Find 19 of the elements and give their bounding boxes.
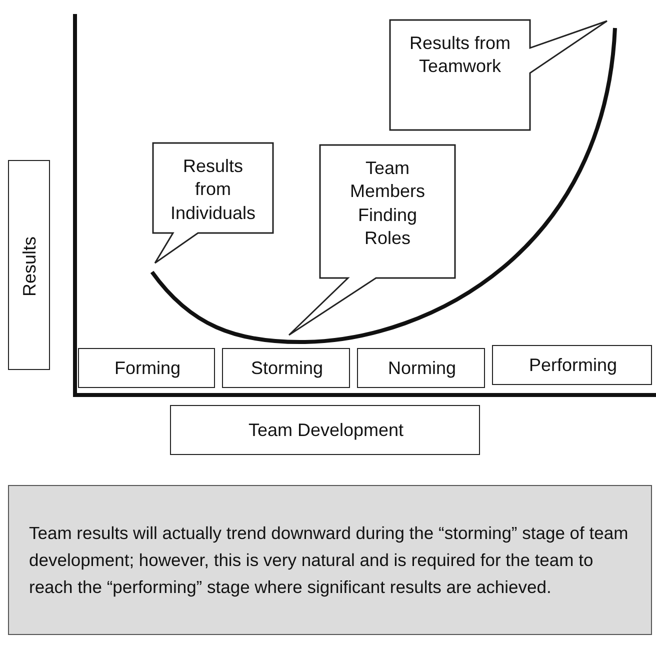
stage-label: Forming — [113, 358, 182, 378]
callout-text: Results from Teamwork — [408, 32, 512, 78]
axis-title-box — [170, 405, 480, 455]
stage-label: Storming — [250, 358, 324, 378]
callout-text: Results from Individuals — [169, 155, 257, 225]
axis-title: Team Development — [247, 420, 405, 440]
stage-box — [357, 348, 485, 388]
stage-box — [78, 348, 215, 388]
stage-box — [222, 348, 350, 388]
speech-bubble — [286, 145, 456, 337]
axis-title: Results — [20, 236, 41, 296]
note-text: Team results will actually trend downward during the “storming” stage of team development; however, this is very natural and is required for the team to reach the “performing” stage where significant results are achieved. — [29, 522, 630, 599]
callout-text: Team Members Finding Roles — [348, 157, 426, 250]
stage-label: Norming — [386, 358, 458, 378]
stage-box — [492, 345, 652, 385]
stage-label: Performing — [528, 354, 618, 376]
note-panel — [8, 485, 652, 635]
speech-bubble — [388, 18, 610, 132]
axis-title-box — [8, 160, 50, 370]
